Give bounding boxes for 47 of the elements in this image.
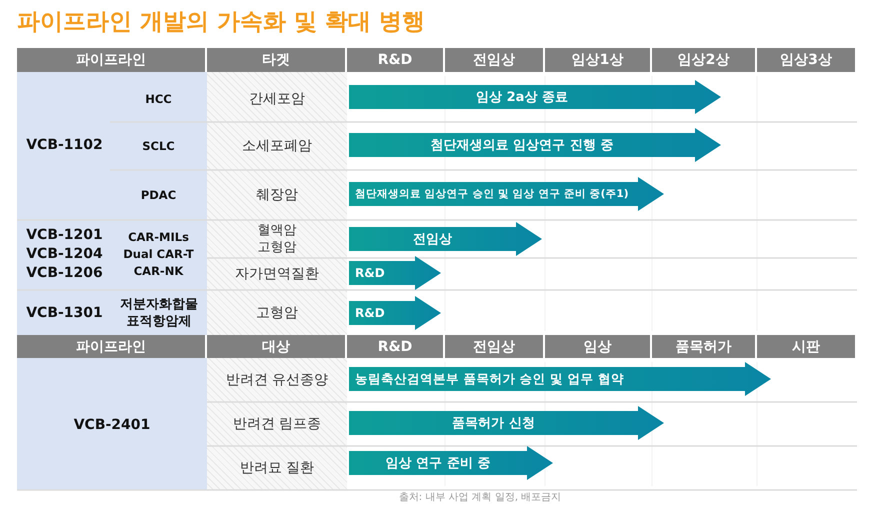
- stage-progress-bar: 첨단재생의료 임상연구 승인 및 임상 연구 준비 중(주1): [349, 177, 664, 211]
- column-header: R&D: [347, 335, 445, 358]
- column-header: 파이프라인: [17, 48, 207, 72]
- caption: 출처: 내부 사업 계획 일정, 배포금지: [398, 491, 562, 505]
- modality-label: CAR-NK: [132, 262, 184, 279]
- column-header: 임상1상: [545, 48, 652, 72]
- pipeline-code: VCB-1301: [25, 304, 104, 323]
- stage-progress-bar: 임상 2a상 종료: [349, 80, 721, 114]
- stage-progress-bar: 품목허가 신청: [349, 406, 664, 440]
- column-header: 타겟: [207, 48, 347, 72]
- target-label: 소세포폐암: [241, 137, 313, 156]
- modality-label: SCLC: [141, 138, 176, 155]
- column-header: 시판: [757, 335, 857, 358]
- stage-progress-bar: R&D: [349, 296, 441, 330]
- target-label: 혈액암 고형암: [256, 222, 298, 257]
- modality-label: PDAC: [140, 187, 178, 204]
- pipeline-code: VCB-1206: [25, 264, 104, 282]
- column-header: 대상: [207, 335, 347, 358]
- column-header: 전임상: [445, 335, 545, 358]
- stage-progress-bar: R&D: [349, 256, 441, 290]
- target-label: 자가면역질환: [234, 265, 320, 284]
- target-label: 간세포암: [248, 90, 306, 108]
- modality-label: HCC: [144, 90, 173, 108]
- stage-progress-bar: 전임상: [349, 222, 542, 256]
- column-header: R&D: [347, 48, 445, 72]
- title: 파이프라인 개발의 가속화 및 확대 병행: [17, 8, 426, 37]
- modality-label: 저분자화합물 표적항암제: [119, 296, 199, 331]
- pipeline-code: VCB-2401: [72, 416, 152, 435]
- pipeline-code: VCB-1204: [25, 244, 104, 263]
- target-label: 고형암: [255, 304, 299, 322]
- pipeline-code: VCB-1102: [25, 136, 104, 155]
- target-label: 췌장암: [255, 186, 299, 205]
- column-header: 파이프라인: [17, 335, 207, 358]
- stage-progress-bar: 임상 연구 준비 중: [349, 446, 553, 480]
- stage-progress-bar: 농림축산검역본부 품목허가 승인 및 업무 협약: [349, 362, 771, 396]
- column-header: 임상2상: [652, 48, 757, 72]
- target-label: 반려견 유선종양: [224, 371, 330, 390]
- stage-progress-bar: 첨단재생의료 임상연구 진행 중: [349, 128, 721, 162]
- column-header: 임상: [545, 335, 652, 358]
- column-header: 전임상: [445, 48, 545, 72]
- column-header: 임상3상: [757, 48, 857, 72]
- modality-label: Dual CAR-T: [122, 246, 195, 262]
- modality-label: CAR-MILs: [127, 228, 190, 245]
- target-label: 반려묘 질환: [238, 459, 316, 478]
- pipeline-code: VCB-1201: [25, 226, 104, 244]
- column-header: 품목허가: [652, 335, 757, 358]
- target-label: 반려견 림프종: [232, 415, 322, 434]
